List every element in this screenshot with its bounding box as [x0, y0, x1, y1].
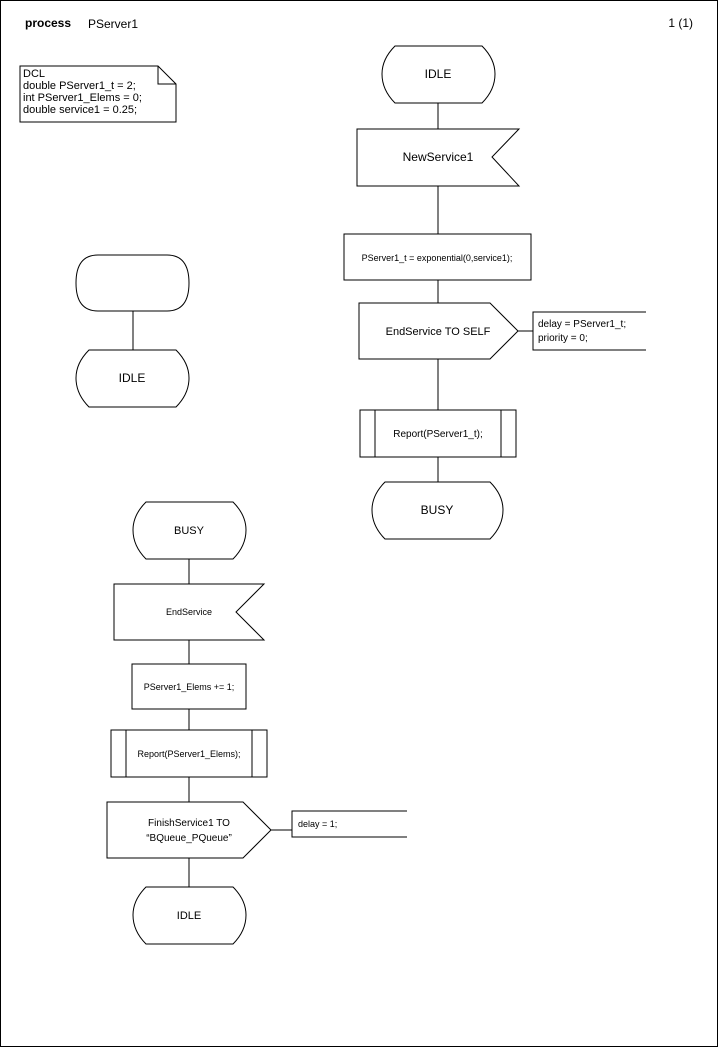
output-label: EndService TO SELF	[386, 326, 491, 338]
state-busy-next[interactable]: BUSY	[371, 481, 504, 540]
task-label: PServer1_t = exponential(0,service1);	[362, 253, 513, 263]
state-idle-after-start[interactable]: IDLE	[75, 349, 190, 408]
output-finishservice1[interactable]: FinishService1 TO “BQueue_PQueue”	[106, 801, 272, 859]
procedure-call-report-elems[interactable]: Report(PServer1_Elems);	[110, 729, 268, 778]
process-name: PServer1	[88, 17, 139, 31]
state-label: IDLE	[119, 371, 146, 385]
page-number: 1 (1)	[668, 16, 693, 30]
state-idle-next[interactable]: IDLE	[132, 886, 247, 945]
task-label: PServer1_Elems += 1;	[144, 682, 235, 692]
state-label: BUSY	[174, 525, 205, 537]
task-increment-elems[interactable]: PServer1_Elems += 1;	[131, 663, 247, 710]
declaration-line: double PServer1_t = 2;	[23, 80, 136, 92]
output-endservice-to-self[interactable]: EndService TO SELF	[358, 302, 519, 360]
input-label: NewService1	[403, 150, 474, 164]
state-label: IDLE	[425, 67, 452, 81]
state-idle[interactable]: IDLE	[381, 45, 496, 104]
start-symbol[interactable]	[75, 254, 190, 312]
declaration-box[interactable]: DCL double PServer1_t = 2; int PServer1_…	[19, 65, 177, 123]
procedure-call-report-t[interactable]: Report(PServer1_t);	[359, 409, 517, 458]
input-endservice[interactable]: EndService	[113, 583, 266, 641]
comment-line: delay = 1;	[298, 819, 337, 829]
state-label: IDLE	[177, 910, 201, 922]
declaration-line: DCL	[23, 68, 45, 80]
procedure-label: Report(PServer1_t);	[393, 429, 482, 440]
declaration-line: double service1 = 0.25;	[23, 104, 137, 116]
input-label: EndService	[166, 607, 212, 617]
comment-line: delay = PServer1_t;	[538, 319, 626, 330]
task-exponential[interactable]: PServer1_t = exponential(0,service1);	[343, 233, 532, 281]
comment-line: priority = 0;	[538, 333, 588, 344]
output-label: “BQueue_PQueue”	[146, 833, 232, 844]
state-label: BUSY	[421, 503, 454, 517]
output-comment-delay[interactable]: delay = PServer1_t; priority = 0;	[532, 311, 646, 351]
declaration-line: int PServer1_Elems = 0;	[23, 92, 142, 104]
procedure-label: Report(PServer1_Elems);	[137, 749, 240, 759]
output-comment-delay-1[interactable]: delay = 1;	[291, 810, 407, 838]
state-busy[interactable]: BUSY	[132, 501, 247, 560]
process-keyword: process	[25, 16, 72, 30]
output-label: FinishService1 TO	[148, 818, 230, 829]
input-newservice1[interactable]: NewService1	[356, 128, 521, 187]
